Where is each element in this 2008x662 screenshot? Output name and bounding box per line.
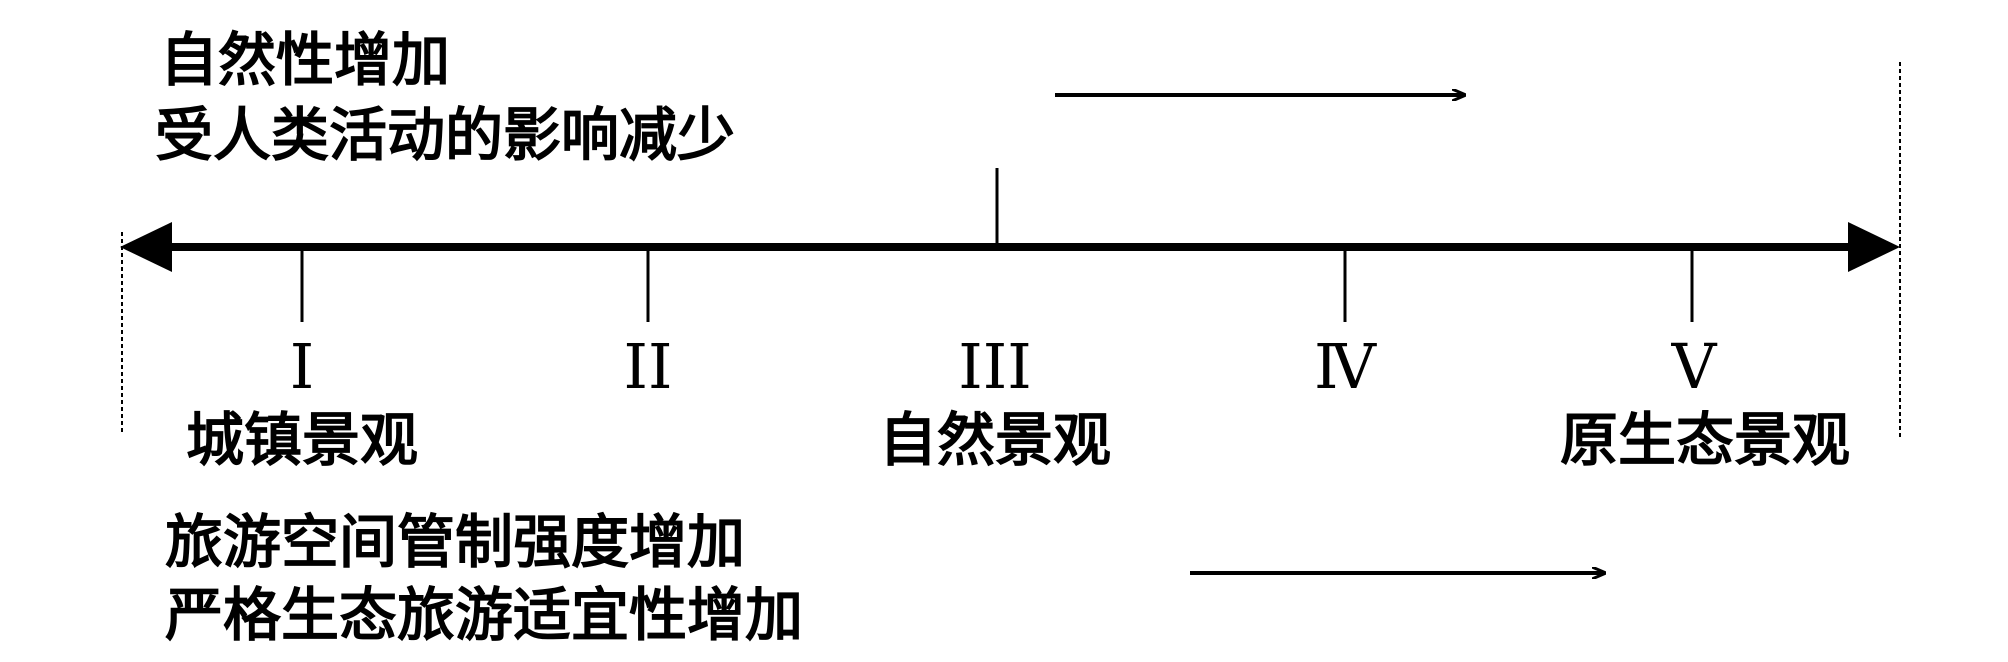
top-text-line1: 自然性增加 [160, 26, 450, 94]
top-text-line2: 受人类活动的影响减少 [155, 101, 735, 169]
main-axis-left-arrowhead [120, 222, 172, 272]
stage-numeral-1: I [290, 330, 315, 403]
bottom-text-line2: 严格生态旅游适宜性增加 [165, 581, 803, 649]
bottom-text-line1: 旅游空间管制强度增加 [165, 508, 745, 576]
stage-label-1: 城镇景观 [186, 406, 418, 474]
stage-label-3: 自然景观 [879, 406, 1111, 474]
stage-numeral-3: III [958, 330, 1031, 403]
stage-numeral-5: V [1671, 330, 1718, 403]
stage-numeral-2: II [624, 330, 673, 403]
stage-numeral-4: Ⅳ [1314, 330, 1377, 403]
main-axis-right-arrowhead [1848, 222, 1900, 272]
stage-label-5: 原生态景观 [1560, 406, 1850, 474]
